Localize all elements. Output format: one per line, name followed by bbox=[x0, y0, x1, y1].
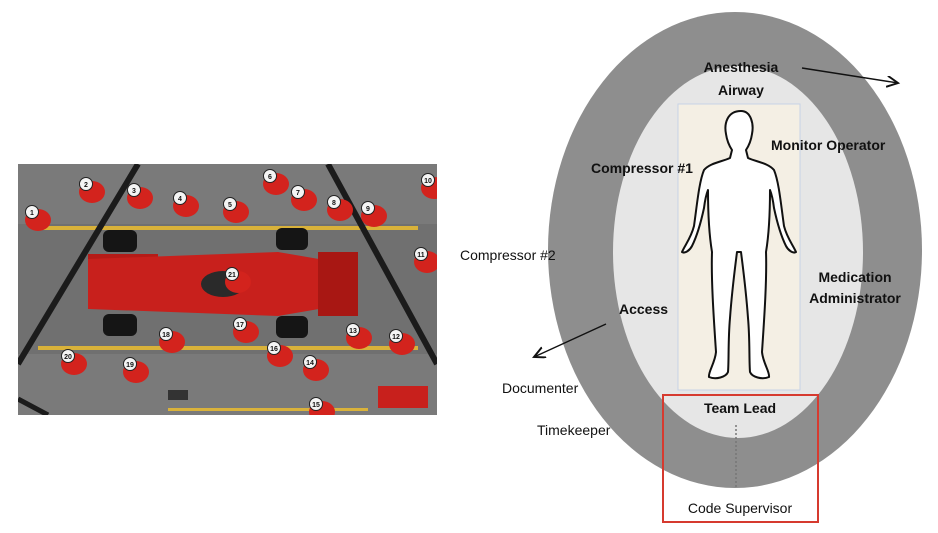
pit-crew-member: 4 bbox=[173, 191, 199, 217]
role-medication-line2: Administrator bbox=[809, 290, 901, 306]
pit-crew-member: 20 bbox=[61, 349, 87, 375]
role-medication-line1: Medication bbox=[818, 269, 892, 285]
crew-number-label: 7 bbox=[296, 190, 300, 197]
crew-number-label: 15 bbox=[312, 402, 320, 409]
pit-crew-member: 15 bbox=[309, 397, 335, 415]
pit-crew-member: 1 bbox=[25, 205, 51, 231]
crew-number-label: 4 bbox=[178, 196, 182, 203]
crew-number-label: 14 bbox=[306, 360, 314, 367]
crew-number-label: 13 bbox=[349, 328, 357, 335]
crew-number-label: 1 bbox=[30, 210, 34, 217]
role-compressor-1: Compressor #1 bbox=[591, 160, 693, 176]
pit-crew-member: 5 bbox=[223, 197, 249, 223]
crew-number-label: 19 bbox=[126, 362, 134, 369]
crew-number-label: 20 bbox=[64, 354, 72, 361]
role-team-lead: Team Lead bbox=[703, 400, 777, 416]
role-compressor-2: Compressor #2 bbox=[460, 247, 556, 263]
pit-crew-member: 3 bbox=[127, 183, 153, 209]
role-timekeeper: Timekeeper bbox=[537, 422, 611, 438]
role-access: Access bbox=[619, 301, 669, 317]
crew-number-label: 21 bbox=[228, 272, 236, 279]
crew-number-label: 16 bbox=[270, 346, 278, 353]
pit-crew-member: 10 bbox=[421, 173, 437, 199]
leadership-highlight-box bbox=[662, 394, 819, 523]
pit-crew-member: 21 bbox=[225, 267, 251, 293]
pit-crew-member: 2 bbox=[79, 177, 105, 203]
role-anesthesia: Anesthesia bbox=[703, 59, 779, 75]
pit-crew-member: 12 bbox=[389, 329, 415, 355]
crew-number-label: 10 bbox=[424, 178, 432, 185]
crew-number-label: 11 bbox=[417, 252, 425, 259]
outgoing-arrow-left bbox=[534, 323, 607, 357]
pit-crew-member: 6 bbox=[263, 169, 289, 195]
crew-number-label: 5 bbox=[228, 202, 232, 209]
crew-number-label: 12 bbox=[392, 334, 400, 341]
role-airway: Airway bbox=[718, 82, 764, 98]
pit-crew-member: 9 bbox=[361, 201, 387, 227]
outgoing-arrow-top bbox=[801, 67, 898, 83]
crew-number-label: 8 bbox=[332, 200, 336, 207]
crew-number-label: 18 bbox=[162, 332, 170, 339]
role-monitor-operator: Monitor Operator bbox=[771, 137, 886, 153]
role-documenter: Documenter bbox=[502, 380, 579, 396]
role-code-supervisor: Code Supervisor bbox=[687, 500, 793, 516]
pit-crew-member: 19 bbox=[123, 357, 149, 383]
human-silhouette bbox=[681, 110, 797, 380]
crew-number-label: 2 bbox=[84, 182, 88, 189]
pit-crew-member: 13 bbox=[346, 323, 372, 349]
pit-crew-member: 7 bbox=[291, 185, 317, 211]
crew-number-label: 17 bbox=[236, 322, 244, 329]
pit-crew-member: 17 bbox=[233, 317, 259, 343]
crew-number-label: 6 bbox=[268, 174, 272, 181]
crew-number-label: 9 bbox=[366, 206, 370, 213]
pit-crew-member: 18 bbox=[159, 327, 185, 353]
crew-number-label: 3 bbox=[132, 188, 136, 195]
pit-crew-member: 16 bbox=[267, 341, 293, 367]
pit-crew-member: 14 bbox=[303, 355, 329, 381]
pit-crew-member: 8 bbox=[327, 195, 353, 221]
resuscitation-team-diagram: Anesthesia Airway Monitor Operator Compr… bbox=[440, 0, 938, 533]
pit-crew-member: 11 bbox=[414, 247, 437, 273]
